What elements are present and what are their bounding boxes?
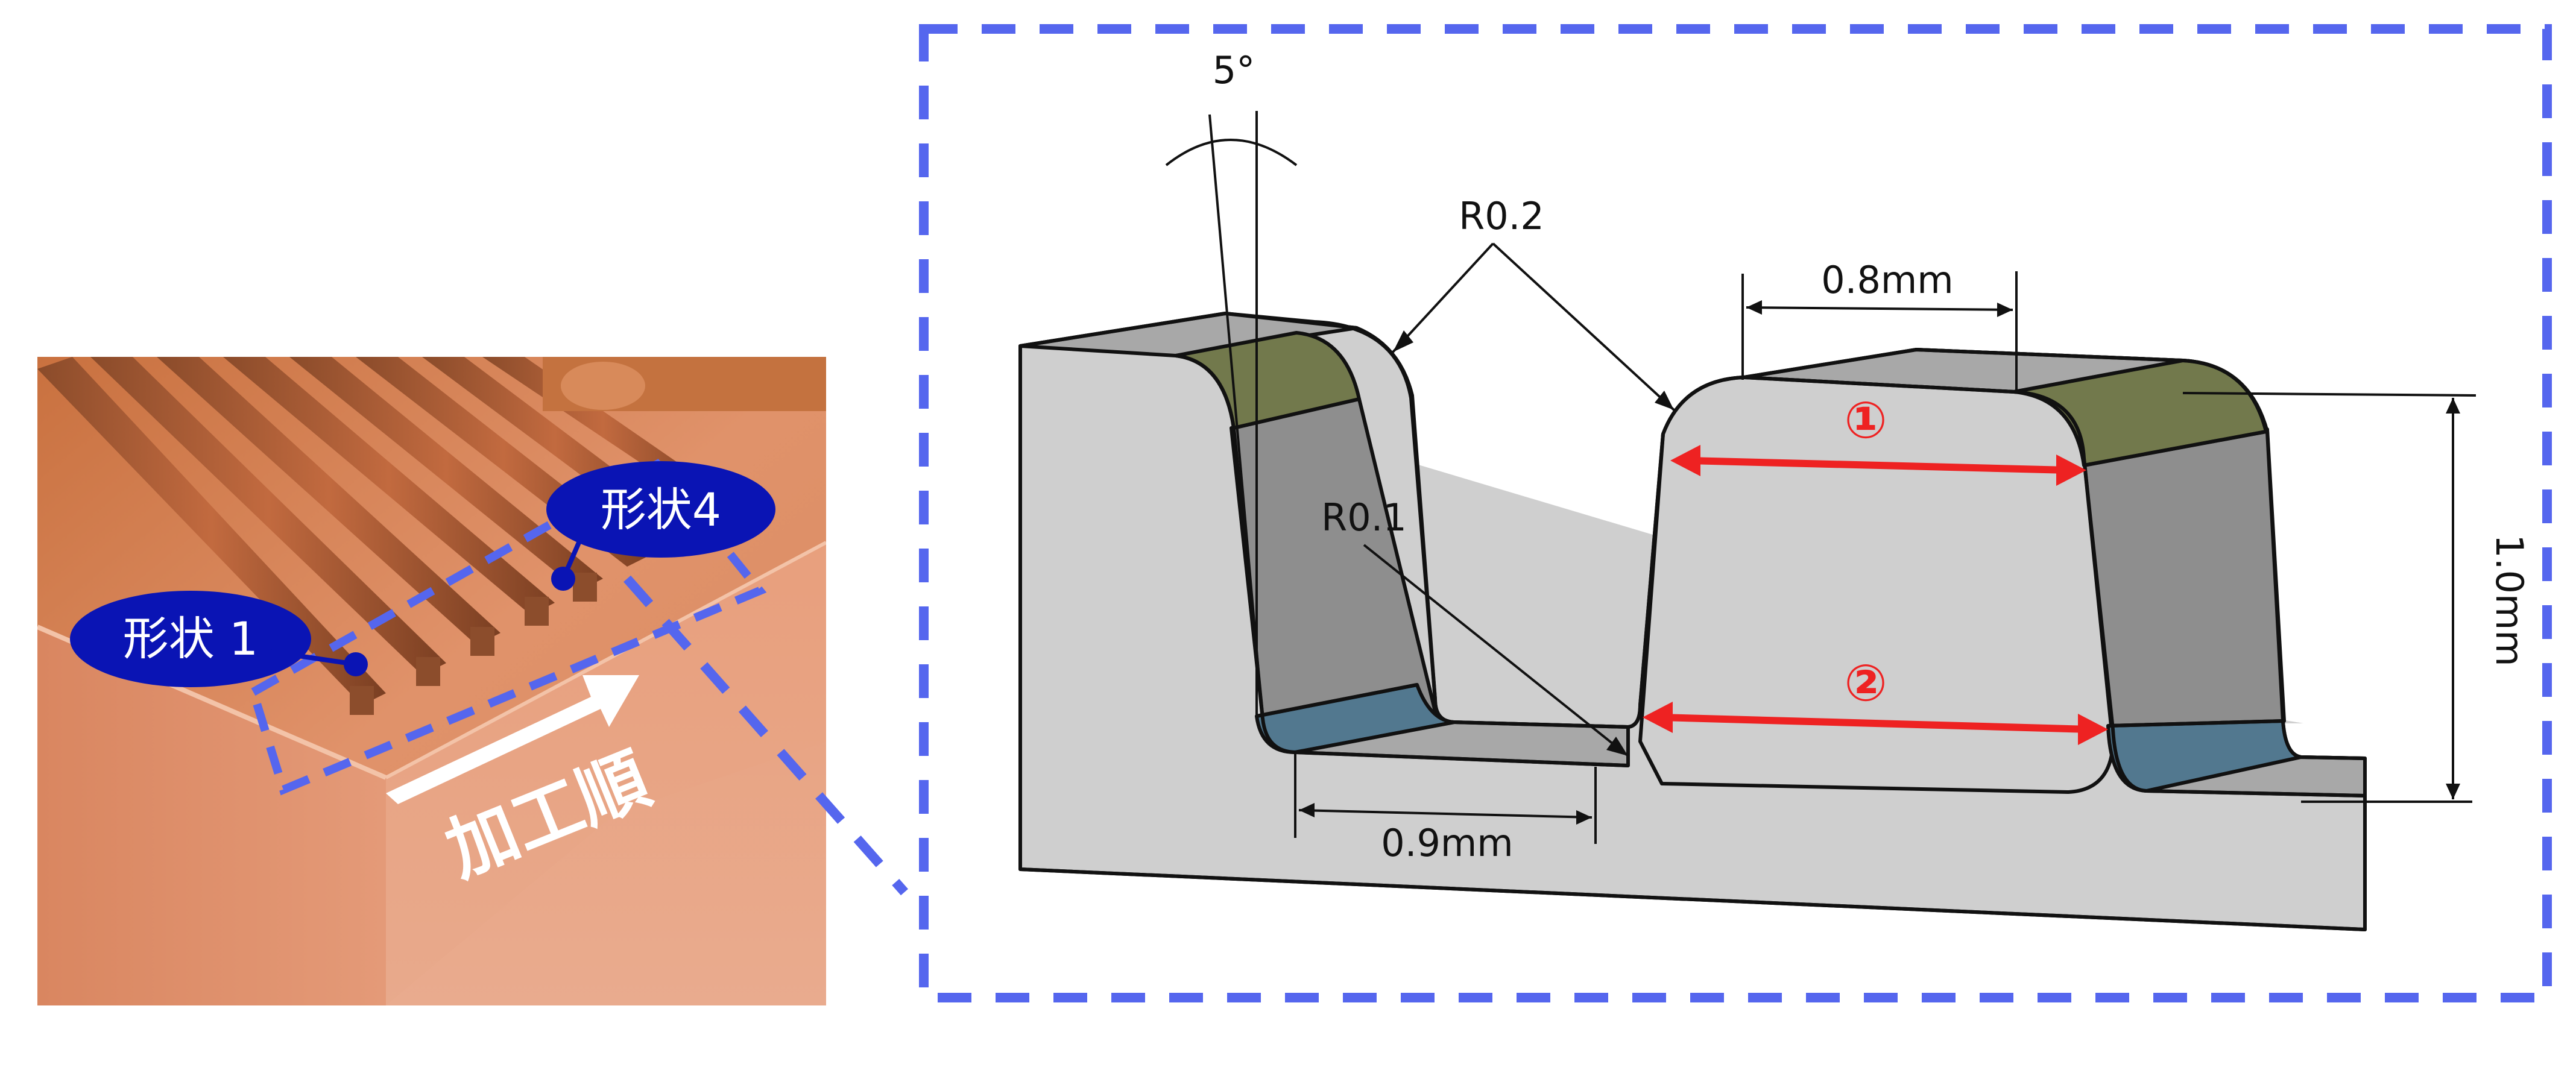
measure-arrow-1 [1670, 445, 2086, 486]
machining-order-arrow [386, 675, 639, 804]
angle-label: 5° [1213, 48, 1255, 92]
detail-frame [919, 24, 2552, 1002]
shape4-label: 形状4 [601, 483, 721, 536]
dimension-lines [1165, 111, 2477, 844]
cross-section-drawing [1018, 312, 2367, 931]
shape4-callout: 形状4 [546, 461, 775, 591]
dimension-arrowheads [1299, 300, 2460, 825]
photo-detail-box [248, 458, 767, 796]
marker-1: ① [1844, 391, 1887, 450]
radius-top-label: R0.2 [1459, 194, 1544, 238]
height-label: 1.0mm [2487, 534, 2531, 666]
shape1-callout: 形状 1 [70, 591, 368, 687]
zoom-connector-line [623, 575, 908, 896]
shape1-label: 形状 1 [123, 612, 259, 665]
radius-bottom-label: R0.1 [1321, 496, 1407, 540]
rib-width-label: 0.8mm [1821, 258, 1953, 302]
marker-2: ② [1844, 653, 1887, 713]
groove-width-label: 0.9mm [1381, 821, 1513, 865]
measure-arrow-2 [1643, 702, 2108, 745]
